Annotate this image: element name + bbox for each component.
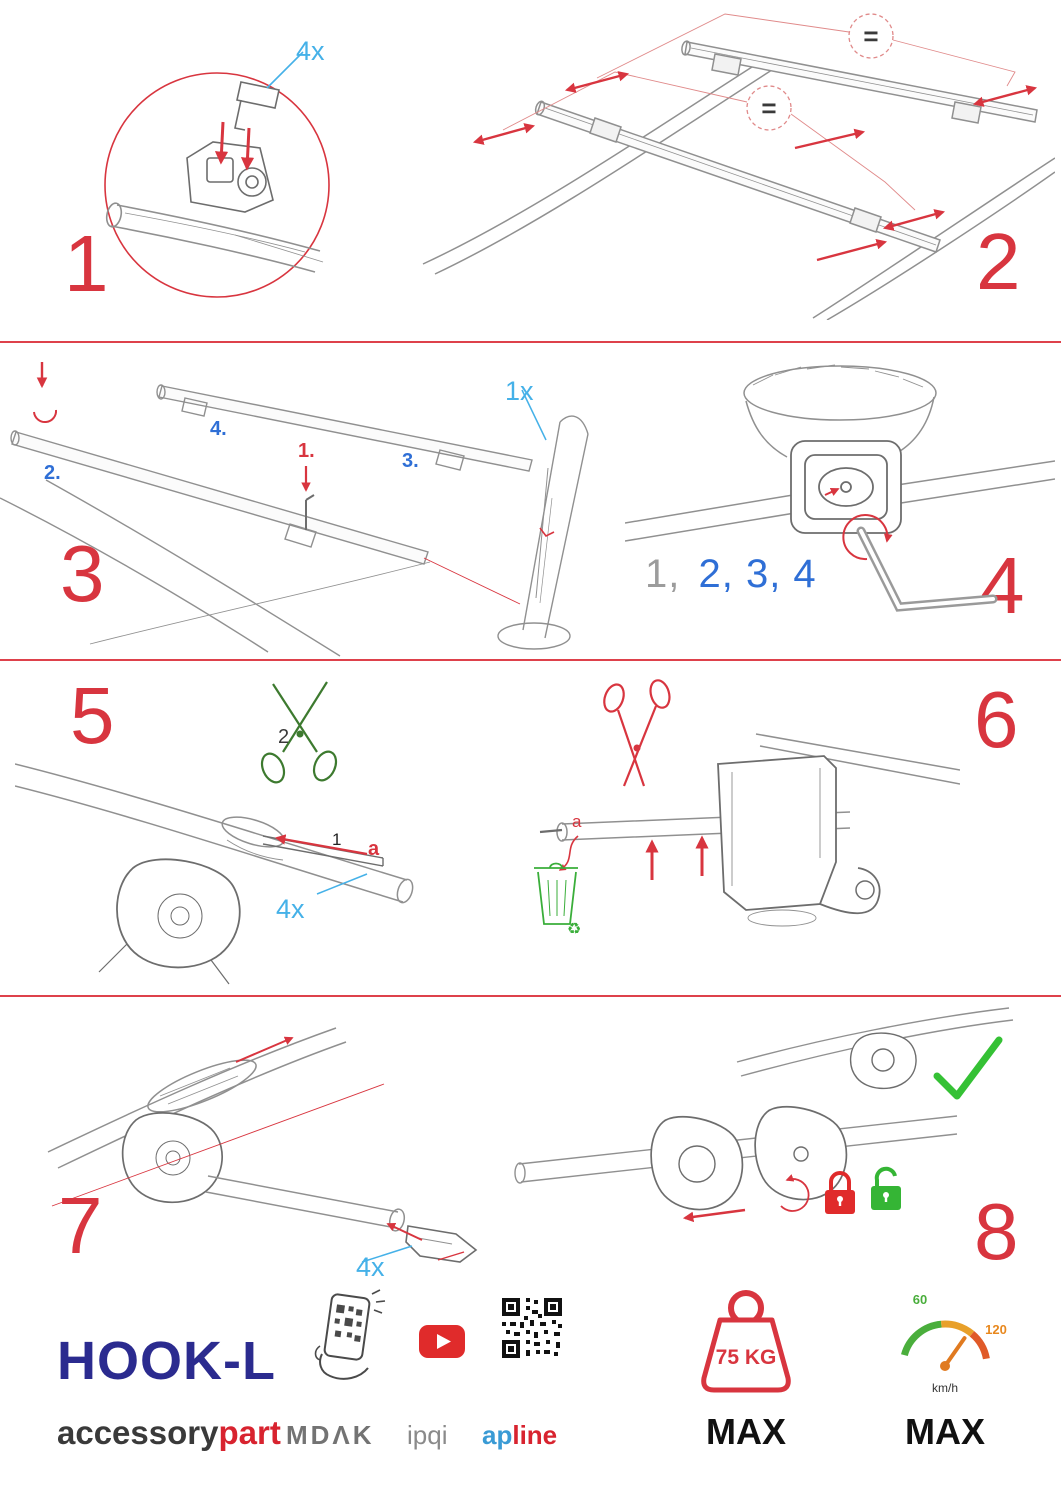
rail-with-opening <box>47 1027 347 1169</box>
step-5-illustration <box>15 681 414 985</box>
insert-arrow <box>274 834 368 856</box>
sequence-blue: 2, 3, 4 <box>698 552 817 596</box>
red-annotations <box>33 362 555 605</box>
clamp-body <box>98 858 241 985</box>
weight-value: 75 KG <box>716 1346 777 1369</box>
red-annotations <box>558 835 709 880</box>
rail-cross-section <box>625 364 1055 542</box>
apline-line: line <box>512 1420 558 1450</box>
bracket-part <box>234 81 280 131</box>
finished-assembly <box>736 1007 1014 1089</box>
clamp-body <box>186 141 274 213</box>
bar-and-bracket <box>539 733 960 927</box>
youtube-icon <box>419 1325 465 1358</box>
bar-end-and-cap <box>205 1175 478 1263</box>
weight-max-label: MAX <box>706 1411 786 1452</box>
brand-part-1: accessory <box>57 1414 219 1451</box>
step-3-sublabel-4: 4. <box>210 418 227 440</box>
step-6-part-label: a <box>572 812 582 831</box>
apline-ap: ap <box>482 1420 513 1450</box>
rubber-strip-roll <box>497 415 589 650</box>
brand-logo: accessorypart <box>57 1416 281 1449</box>
section-divider <box>0 995 1061 997</box>
red-annotations <box>682 1174 810 1223</box>
step-4-illustration <box>625 364 1055 612</box>
lock-open-icon <box>871 1166 901 1210</box>
speed-gauge-icon: 60 120 km/h <box>901 1292 1007 1395</box>
step-6-number: 6 <box>974 675 1019 764</box>
section-divider <box>0 341 1061 343</box>
apline-logo: apline <box>482 1422 557 1448</box>
phone-qr-scan-icon <box>314 1289 386 1380</box>
check-icon <box>933 1036 1003 1100</box>
step-2-illustration: = = <box>422 13 1055 320</box>
gauge-needle <box>943 1336 967 1368</box>
clamp-body <box>790 440 902 534</box>
clamp-body <box>121 1112 223 1204</box>
sequence-gray: 1, <box>645 552 681 596</box>
speed-max-label: MAX <box>905 1411 985 1452</box>
step-4-number: 4 <box>980 541 1025 630</box>
section-divider <box>0 659 1061 661</box>
recycle-icon: ♻ <box>567 919 581 938</box>
step-3-qty-label: 1x <box>505 376 534 406</box>
red-annotations <box>824 487 893 561</box>
lock-closed-icon <box>825 1171 855 1214</box>
step-3-sublabel-1: 1. <box>298 440 315 462</box>
bar-with-clamps <box>514 1105 958 1211</box>
step-8-illustration <box>514 1007 1014 1223</box>
step-5-part-label: a <box>368 838 380 860</box>
roof-bar <box>105 202 324 273</box>
step-7-number: 7 <box>58 1181 103 1270</box>
step-5-number: 5 <box>70 671 115 760</box>
insert-arrows <box>214 121 255 171</box>
magnifier-circle <box>104 72 330 298</box>
scissors-icon <box>603 679 671 787</box>
equal-sign: = <box>863 21 878 51</box>
step-6-illustration: ♻ <box>534 679 960 938</box>
step-5-insert-label: 1 <box>332 830 342 849</box>
speed-high-label: 120 <box>985 1322 1007 1337</box>
step-8-number: 8 <box>974 1187 1019 1276</box>
qty-pointer-line <box>316 873 368 895</box>
roof-assembly <box>0 384 533 657</box>
step-4-sequence: 1, 2, 3, 4 <box>645 552 817 597</box>
trash-bin-icon <box>534 862 578 925</box>
step-2-number: 2 <box>976 217 1021 306</box>
weight-limit-icon: 75 KG <box>701 1290 791 1393</box>
qty-pointer-line <box>521 389 547 441</box>
equal-sign: = <box>761 93 776 123</box>
brand-part-2: part <box>218 1414 281 1451</box>
step-7-qty-label: 4x <box>356 1252 385 1282</box>
spacing-arrows <box>472 71 1038 262</box>
step-5-cut-label: 2 <box>278 726 290 748</box>
mdak-logo: MDΛK <box>286 1420 375 1450</box>
qty-pointer-line <box>266 51 304 89</box>
step-3-sublabel-3: 3. <box>402 450 419 472</box>
equal-badge: = <box>848 13 894 59</box>
step-3-number: 3 <box>60 529 105 618</box>
ipqi-logo: ipqi <box>407 1420 448 1450</box>
scissors-icon <box>260 681 338 784</box>
speed-unit-label: km/h <box>932 1381 958 1395</box>
step-1-qty-label: 4x <box>296 36 325 66</box>
allen-key <box>856 526 998 612</box>
step-3-illustration <box>0 362 589 657</box>
qr-code <box>500 1296 564 1360</box>
step-1-number: 1 <box>64 219 109 308</box>
product-name: HOOK-L <box>57 1331 276 1391</box>
speed-low-label: 60 <box>913 1292 927 1307</box>
step-5-qty-label: 4x <box>276 894 305 924</box>
step-1-illustration <box>104 51 330 298</box>
allen-key <box>305 494 315 530</box>
red-annotations <box>51 1036 465 1261</box>
step-7-illustration <box>47 1027 478 1263</box>
qty-pointer-line <box>361 1245 413 1263</box>
roof-rails-and-bars <box>422 40 1055 320</box>
step-3-sublabel-2: 2. <box>44 462 61 484</box>
equal-badge: = <box>746 85 792 131</box>
